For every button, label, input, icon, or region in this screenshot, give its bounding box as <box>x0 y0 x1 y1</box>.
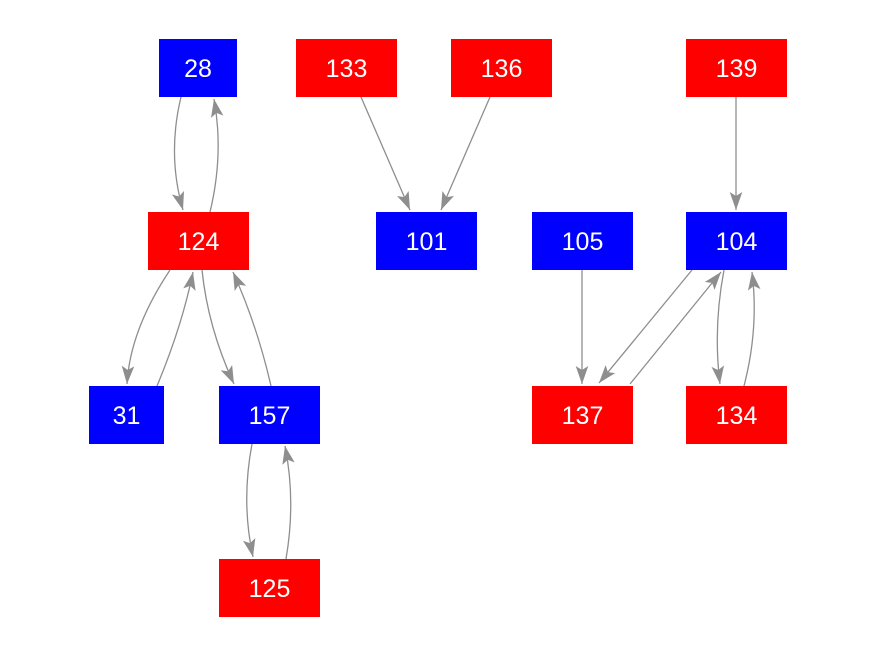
node-105-box <box>532 212 633 270</box>
node-31-box <box>89 386 164 444</box>
edge-104-134 <box>711 269 725 385</box>
node-101: 101 <box>376 212 477 270</box>
edge-125-157 <box>282 445 295 560</box>
edge-28-124 <box>171 96 185 211</box>
node-133-box <box>296 39 397 97</box>
node-134-label: 134 <box>716 402 758 430</box>
edge-136-101 <box>440 96 491 211</box>
node-124-box <box>148 212 249 270</box>
node-124-label: 124 <box>178 228 220 256</box>
node-136: 136 <box>451 39 552 97</box>
edge-133-101 <box>360 96 411 211</box>
node-157-box <box>219 386 320 444</box>
node-136-label: 136 <box>481 55 523 83</box>
edge-124-28 <box>209 98 224 213</box>
edge-124-157 <box>201 269 235 385</box>
node-137-box <box>532 386 633 444</box>
node-139-box <box>686 39 787 97</box>
nodes-layer: 28 133 136 139 124 101 105 104 31 157 137 134 125 <box>89 39 787 617</box>
node-139: 139 <box>686 39 787 97</box>
node-104-box <box>686 212 787 270</box>
node-125: 125 <box>219 559 320 617</box>
node-31-label: 31 <box>113 402 141 430</box>
node-134-box <box>686 386 787 444</box>
node-105: 105 <box>532 212 633 270</box>
node-104-label: 104 <box>716 228 758 256</box>
node-137: 137 <box>532 386 633 444</box>
node-105-label: 105 <box>562 228 604 256</box>
edge-137-104 <box>629 271 722 385</box>
node-125-box <box>219 559 320 617</box>
edge-157-125 <box>243 443 256 558</box>
node-133: 133 <box>296 39 397 97</box>
node-124: 124 <box>148 212 249 270</box>
node-136-box <box>451 39 552 97</box>
node-31: 31 <box>89 386 164 444</box>
node-134: 134 <box>686 386 787 444</box>
node-125-label: 125 <box>249 575 291 603</box>
edge-157-124 <box>232 271 272 387</box>
node-101-label: 101 <box>406 228 448 256</box>
node-28-label: 28 <box>184 55 212 83</box>
node-101-box <box>376 212 477 270</box>
edge-31-124 <box>156 271 196 387</box>
node-157: 157 <box>219 386 320 444</box>
node-157-label: 157 <box>249 402 291 430</box>
edge-104-137 <box>598 269 693 384</box>
edges-layer <box>121 96 761 560</box>
node-137-label: 137 <box>562 402 604 430</box>
node-104: 104 <box>686 212 787 270</box>
node-133-label: 133 <box>326 55 368 83</box>
edge-134-104 <box>743 271 761 387</box>
node-139-label: 139 <box>716 55 758 83</box>
node-28-box <box>159 39 237 97</box>
edge-124-31 <box>121 269 171 385</box>
node-28: 28 <box>159 39 237 97</box>
